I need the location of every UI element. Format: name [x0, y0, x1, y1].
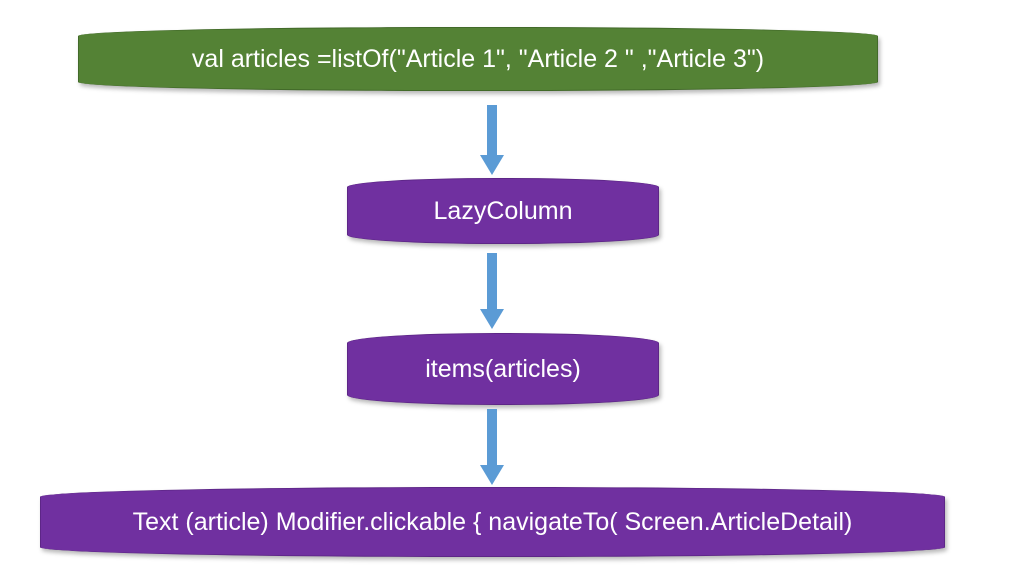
node-items: items(articles) — [347, 333, 659, 405]
node-label: LazyColumn — [433, 196, 573, 225]
node-articles-list: val articles =listOf("Article 1", "Artic… — [78, 27, 878, 91]
arrow-down-icon — [478, 409, 506, 485]
node-label: val articles =listOf("Article 1", "Artic… — [191, 44, 765, 73]
arrow-down-icon — [478, 105, 506, 175]
node-text-clickable: Text (article) Modifier.clickable { navi… — [40, 487, 945, 557]
node-label: items(articles) — [425, 354, 581, 383]
node-lazycolumn: LazyColumn — [347, 178, 659, 244]
node-label: Text (article) Modifier.clickable { navi… — [132, 507, 853, 536]
arrow-down-icon — [478, 253, 506, 329]
